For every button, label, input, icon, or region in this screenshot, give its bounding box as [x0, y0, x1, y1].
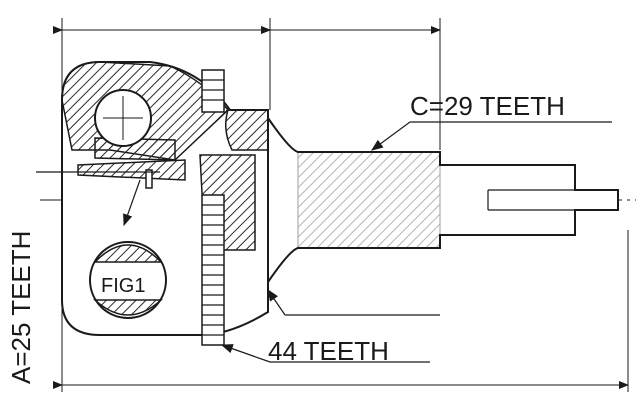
abs-tone-ring — [201, 69, 225, 346]
stub-shaft — [267, 114, 619, 286]
retaining-clip — [145, 169, 153, 189]
figure-label: FIG1 — [101, 275, 145, 297]
spline-section — [297, 151, 441, 249]
label-44-teeth: 44 TEETH — [268, 336, 389, 366]
label-c-teeth: C=29 TEETH — [410, 91, 565, 121]
ball-lower: FIG1 — [89, 241, 167, 319]
leader-lines — [36, 121, 612, 363]
label-a-teeth: A=25 TEETH — [6, 231, 36, 384]
ball-cage — [77, 89, 186, 189]
dimension-lines — [53, 18, 629, 392]
